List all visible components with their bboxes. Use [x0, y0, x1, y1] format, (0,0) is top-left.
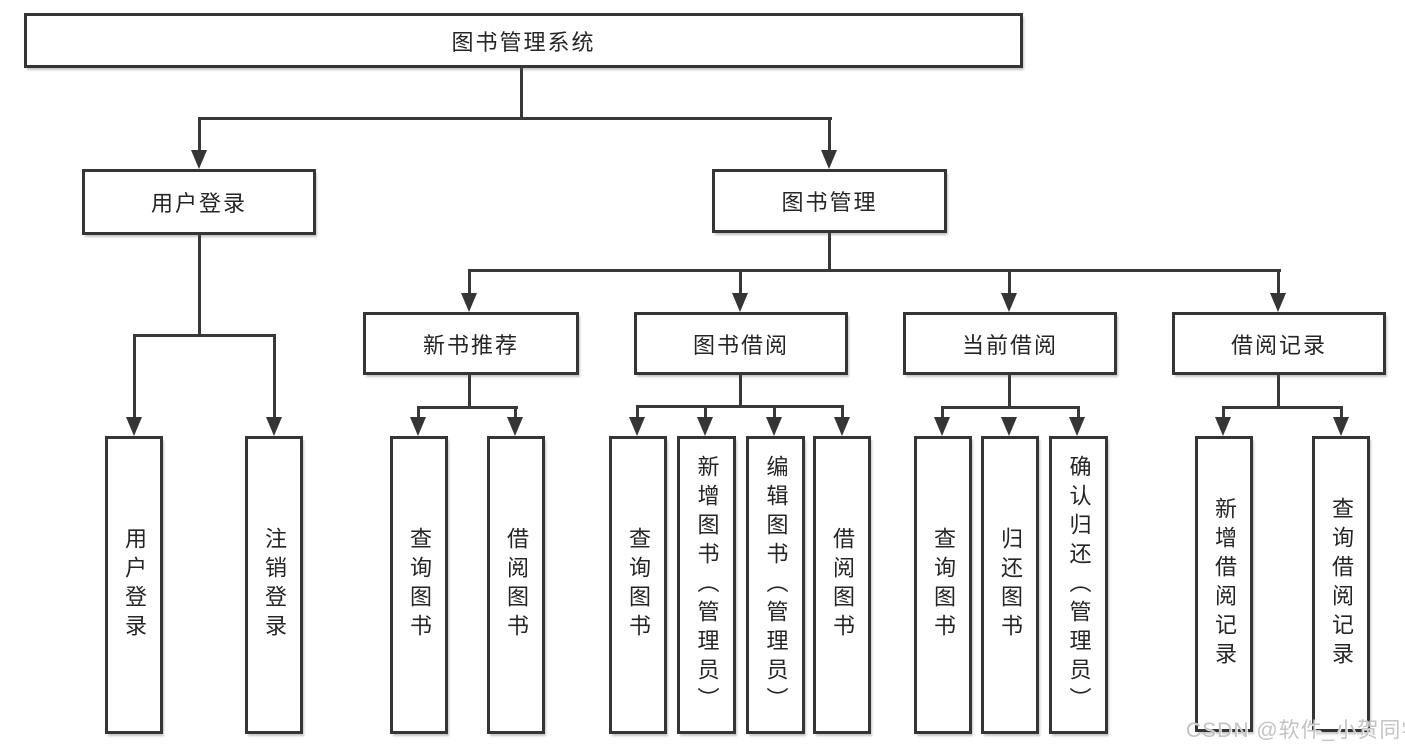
arrow-down-icon: [1215, 417, 1231, 436]
connector-line: [941, 406, 944, 418]
arrow-down-icon: [410, 417, 426, 436]
arrow-down-icon: [934, 417, 950, 436]
node-book-management: 图书管理: [712, 169, 947, 233]
arrow-down-icon: [1001, 417, 1017, 436]
leaf-current-query-books: 查询图书: [914, 436, 972, 734]
node-book-borrowing: 图书借阅: [634, 312, 848, 375]
connector-line: [198, 117, 201, 153]
connector-line: [1008, 375, 1011, 409]
connector-line: [1077, 406, 1080, 418]
arrow-down-icon: [1333, 417, 1349, 436]
leaf-records-add-borrow-record: 新增借阅记录: [1195, 436, 1253, 732]
leaf-recommend-query-books-label: 查询图书: [407, 527, 432, 643]
arrow-down-icon: [834, 417, 850, 436]
leaf-recommend-borrow-books-label: 借阅图书: [504, 527, 529, 643]
leaf-user-login: 用户登录: [105, 436, 163, 734]
leaf-borrowing-query-books: 查询图书: [609, 436, 667, 734]
node-new-book-recommendation: 新书推荐: [363, 312, 579, 375]
node-new-book-recommendation-label: 新书推荐: [422, 332, 519, 358]
arrow-down-icon: [126, 417, 142, 436]
leaf-borrowing-add-books-admin: 新增图书（管理员）: [677, 436, 736, 734]
leaf-records-query-borrow-record: 查询借阅记录: [1312, 436, 1370, 732]
connector-line: [739, 269, 742, 295]
connector-line: [828, 233, 831, 272]
connector-line: [514, 406, 517, 418]
connector-line: [636, 405, 639, 418]
connector-line: [1222, 406, 1343, 409]
connector-line: [1277, 269, 1280, 295]
connector-line: [1340, 406, 1343, 418]
connector-line: [704, 405, 707, 418]
leaf-records-add-borrow-record-label: 新增借阅记录: [1212, 497, 1237, 671]
node-user-login: 用户登录: [82, 169, 316, 235]
connector-line: [773, 405, 776, 418]
leaf-borrowing-borrow-books: 借阅图书: [813, 436, 871, 734]
connector-line: [636, 405, 844, 408]
arrow-down-icon: [766, 417, 782, 436]
leaf-current-confirm-return-admin-label: 确认归还（管理员）: [1066, 454, 1092, 716]
node-library-system-label: 图书管理系统: [451, 29, 596, 55]
leaf-current-query-books-label: 查询图书: [931, 527, 956, 643]
leaf-current-return-books: 归还图书: [981, 436, 1039, 734]
arrow-down-icon: [732, 293, 748, 312]
connector-line: [1008, 269, 1011, 295]
node-borrowing-records: 借阅记录: [1172, 312, 1386, 375]
connector-line: [468, 269, 471, 295]
connector-line: [273, 334, 276, 418]
node-library-system: 图书管理系统: [24, 13, 1023, 68]
leaf-borrowing-borrow-books-label: 借阅图书: [830, 527, 855, 643]
node-book-management-label: 图书管理: [781, 190, 878, 215]
connector-line: [468, 269, 1281, 272]
connector-line: [1222, 406, 1225, 418]
connector-line: [198, 117, 832, 120]
connector-line: [841, 405, 844, 418]
leaf-user-login-label: 用户登录: [122, 527, 147, 643]
arrow-down-icon: [1001, 293, 1017, 312]
leaf-recommend-query-books: 查询图书: [390, 436, 448, 734]
connector-line: [739, 375, 742, 408]
connector-line: [1277, 375, 1280, 409]
leaf-current-confirm-return-admin: 确认归还（管理员）: [1049, 436, 1108, 734]
node-current-borrowing: 当前借阅: [903, 312, 1117, 375]
connector-line: [198, 235, 201, 335]
connector-line: [941, 406, 1080, 409]
leaf-borrowing-edit-books-admin-label: 编辑图书（管理员）: [763, 454, 789, 716]
leaf-current-return-books-label: 归还图书: [998, 527, 1023, 643]
arrow-down-icon: [266, 417, 282, 436]
connector-line: [417, 406, 518, 409]
leaf-borrowing-add-books-admin-label: 新增图书（管理员）: [694, 454, 720, 716]
arrow-down-icon: [629, 417, 645, 436]
leaf-logout-label: 注销登录: [262, 527, 287, 643]
arrow-down-icon: [1069, 417, 1085, 436]
connector-line: [520, 68, 523, 118]
csdn-watermark: CSDN @软件_小贺同学: [1186, 719, 1405, 742]
arrow-down-icon: [821, 150, 837, 169]
node-book-borrowing-label: 图书借阅: [692, 332, 789, 358]
arrow-down-icon: [461, 293, 477, 312]
connector-line: [828, 117, 831, 153]
arrow-down-icon: [507, 417, 523, 436]
leaf-recommend-borrow-books: 借阅图书: [487, 436, 545, 734]
arrow-down-icon: [191, 150, 207, 169]
connector-line: [417, 406, 420, 418]
connector-line: [468, 375, 471, 409]
leaf-records-query-borrow-record-label: 查询借阅记录: [1329, 497, 1354, 671]
node-borrowing-records-label: 借阅记录: [1230, 332, 1327, 358]
leaf-borrowing-edit-books-admin: 编辑图书（管理员）: [746, 436, 805, 734]
arrow-down-icon: [1270, 293, 1286, 312]
node-current-borrowing-label: 当前借阅: [961, 332, 1058, 358]
leaf-logout: 注销登录: [245, 436, 303, 734]
arrow-down-icon: [697, 417, 713, 436]
connector-line: [133, 334, 275, 337]
node-user-login-label: 用户登录: [150, 191, 247, 216]
leaf-borrowing-query-books-label: 查询图书: [626, 527, 651, 643]
connector-line: [133, 334, 136, 418]
